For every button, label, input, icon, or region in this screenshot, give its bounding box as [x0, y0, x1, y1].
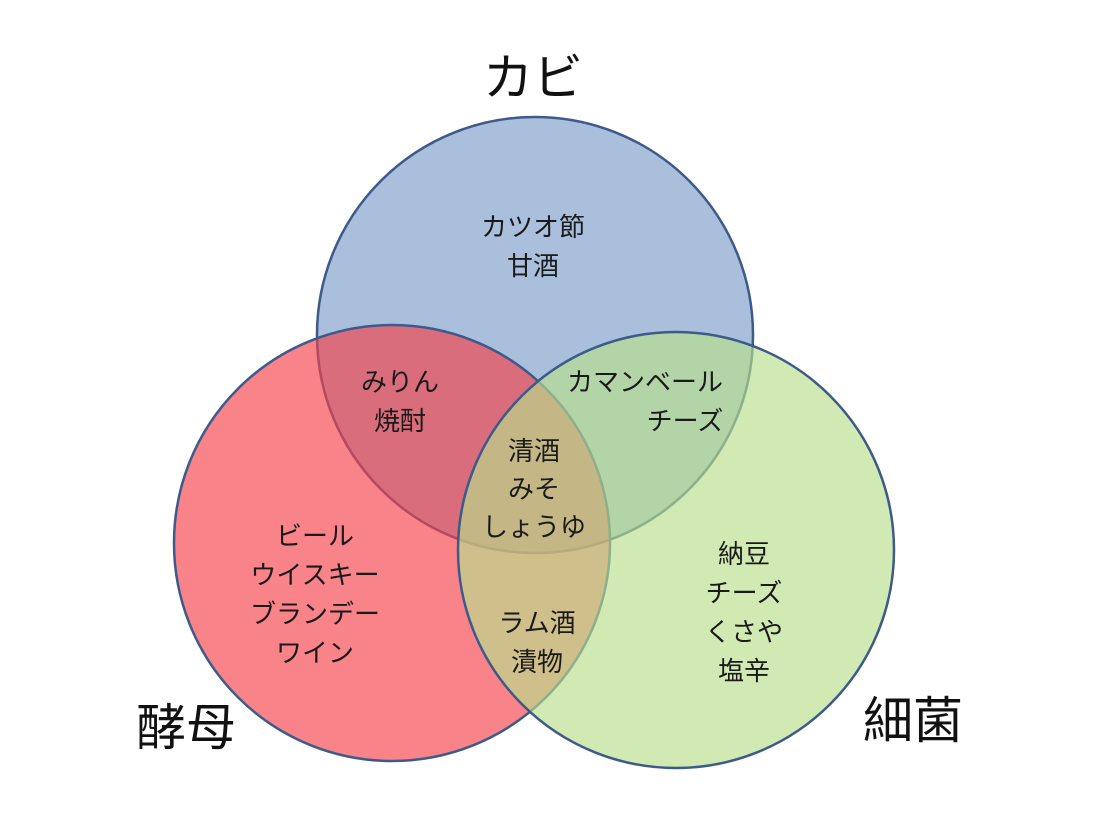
mold-bacteria-item: カマンベール — [567, 368, 723, 398]
yeast-only-item: ワイン — [276, 639, 354, 669]
yeast-bacteria-item: 漬物 — [511, 648, 563, 678]
all-three-item: しょうゆ — [482, 513, 586, 543]
mold-set-label: カビ — [483, 49, 583, 107]
yeast-only-item: ビール — [276, 522, 354, 552]
mold-bacteria-item: チーズ — [647, 407, 724, 437]
yeast-only-item: ブランデー — [250, 600, 380, 630]
yeast-set-label: 酵母 — [136, 699, 236, 757]
mold-only-item: カツオ節 — [481, 213, 585, 243]
bacteria-circle — [456, 330, 896, 770]
bacteria-only-item: くさや — [705, 618, 783, 648]
all-three-item: 清酒 — [508, 437, 560, 467]
bacteria-set-label: 細菌 — [863, 692, 963, 750]
yeast-bacteria-item: ラム酒 — [498, 609, 575, 639]
bacteria-only-item: 納豆 — [718, 540, 770, 570]
bacteria-only-item: チーズ — [706, 579, 783, 609]
all-three-item: みそ — [508, 475, 560, 505]
bacteria-only-item: 塩辛 — [718, 657, 770, 687]
mold-yeast-item: みりん — [361, 368, 439, 398]
mold-yeast-item: 焼酎 — [374, 407, 426, 437]
mold-only-item: 甘酒 — [507, 252, 559, 282]
yeast-only-item: ウイスキー — [250, 561, 379, 591]
